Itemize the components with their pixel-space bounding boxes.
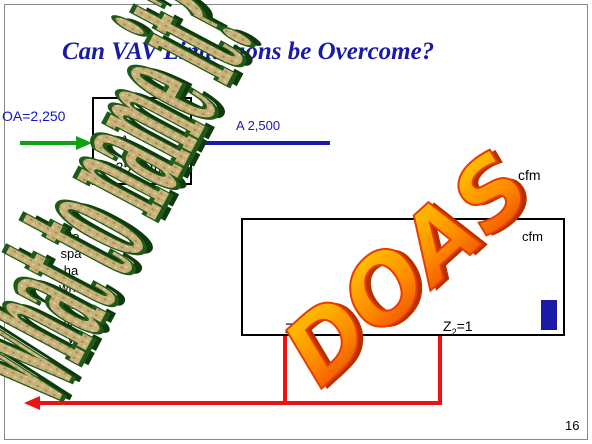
zone-box-cfm-label: cfm xyxy=(522,229,543,244)
side-text-line: ha xyxy=(63,263,79,278)
right-cfm-label: cfm xyxy=(518,167,541,183)
side-text-line: spa xyxy=(60,246,82,261)
zone-1-label: Z1 xyxy=(285,320,299,339)
svg-text:What to name it?: What to name it? xyxy=(0,0,292,430)
wordart-what-to-name-it: What to name it? What to name it? xyxy=(0,0,302,433)
side-text-line: for xyxy=(63,314,79,329)
side-text-line: cfm xyxy=(60,297,82,312)
arrow-right-icon xyxy=(20,136,92,150)
ahu-flow-label: 2,250 cfm xyxy=(104,159,166,175)
ahu-box xyxy=(92,97,192,185)
oa-flow-label: OA=2,250 xyxy=(2,108,66,124)
zones-box xyxy=(241,218,565,336)
slide-title: Can VAV Limitations be Overcome? xyxy=(62,38,435,65)
wordart-doas: DOAS DOAS xyxy=(262,130,557,407)
supply-air-label: A 2,500 xyxy=(236,118,281,133)
slide-frame xyxy=(4,4,588,440)
side-text-block: Ho spa ha whe cfm for V xyxy=(26,228,116,347)
side-text-line: V xyxy=(66,331,76,346)
side-text-line: Ho xyxy=(62,229,80,244)
return-air-duct xyxy=(38,336,442,405)
arrow-left-icon xyxy=(24,396,40,410)
side-text-line: whe xyxy=(59,280,83,295)
vav-terminal-box xyxy=(541,300,557,330)
ahu-label: A xyxy=(120,132,130,148)
zone-2-label: Z2=1 xyxy=(443,318,473,337)
svg-text:DOAS: DOAS xyxy=(263,131,552,406)
page-number: 16 xyxy=(565,418,580,433)
